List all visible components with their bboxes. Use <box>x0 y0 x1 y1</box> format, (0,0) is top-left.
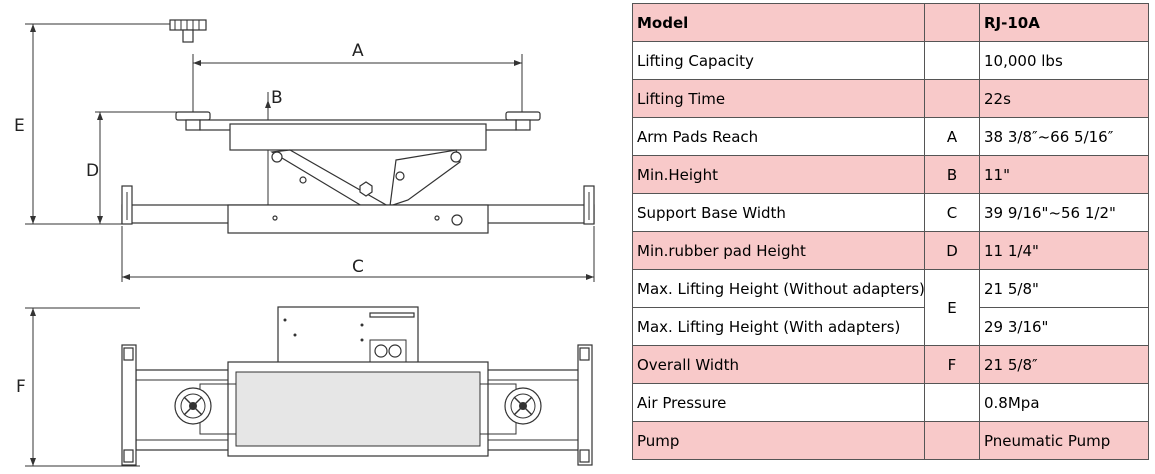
right-pad-top <box>504 387 542 425</box>
row-name: Min.rubber pad Height <box>632 231 925 270</box>
header-code <box>924 3 980 42</box>
row-value: 0.8Mpa <box>979 383 1149 422</box>
side-view: E A B D <box>14 19 595 282</box>
row-code: E <box>924 269 980 346</box>
row-code: C <box>924 193 980 232</box>
left-pad <box>175 111 211 131</box>
row-value: 21 5/8" <box>979 269 1149 308</box>
table-header-row: Model RJ-10A <box>632 3 1149 42</box>
dimension-label-e: E <box>14 116 25 136</box>
row-name: Air Pressure <box>632 383 925 422</box>
row-name: Pump <box>632 421 925 460</box>
row-value: 38 3/8″~66 5/16″ <box>979 117 1149 156</box>
left-end-plate <box>121 344 137 466</box>
table-row: Lifting Capacity 10,000 lbs <box>632 41 1149 80</box>
dimension-label-a: A <box>352 41 364 61</box>
row-name: Min.Height <box>632 155 925 194</box>
header-name: Model <box>632 3 925 42</box>
base-frame <box>227 204 489 234</box>
table-row: Pump Pneumatic Pump <box>632 421 1149 460</box>
row-name: Arm Pads Reach <box>632 117 925 156</box>
top-view: F <box>16 306 593 467</box>
dimension-label-b: B <box>271 88 283 108</box>
row-value: 11" <box>979 155 1149 194</box>
table-row: Arm Pads Reach A 38 3/8″~66 5/16″ <box>632 117 1149 156</box>
row-value: 11 1/4" <box>979 231 1149 270</box>
right-end-plate <box>577 344 593 466</box>
table-row: Min.Height B 11" <box>632 155 1149 194</box>
row-code <box>924 41 980 80</box>
spec-table: Model RJ-10A Lifting Capacity 10,000 lbs… <box>632 3 1149 460</box>
table-row: Min.rubber pad Height D 11 1/4" <box>632 231 1149 270</box>
row-code: B <box>924 155 980 194</box>
row-name: Overall Width <box>632 345 925 384</box>
row-value: 29 3/16" <box>979 307 1149 346</box>
table-row: Support Base Width C 39 9/16"~56 1/2" <box>632 193 1149 232</box>
row-name: Max. Lifting Height (Without adapters) <box>632 269 925 308</box>
row-code: F <box>924 345 980 384</box>
row-code <box>924 383 980 422</box>
row-value: 39 9/16"~56 1/2" <box>979 193 1149 232</box>
table-row: Overall Width F 21 5/8″ <box>632 345 1149 384</box>
jack-technical-drawing: E A B D <box>14 19 595 467</box>
dimension-label-c: C <box>352 257 364 277</box>
table-row: Max. Lifting Height (Without adapters) E… <box>632 269 1149 346</box>
header-value: RJ-10A <box>979 3 1149 42</box>
upper-frame <box>229 123 487 151</box>
row-name: Support Base Width <box>632 193 925 232</box>
row-code <box>924 421 980 460</box>
adapter-knob <box>169 19 207 43</box>
scissor-arms <box>270 149 462 213</box>
row-value: 22s <box>979 79 1149 118</box>
row-code: A <box>924 117 980 156</box>
table-row: Lifting Time 22s <box>632 79 1149 118</box>
row-name: Lifting Capacity <box>632 41 925 80</box>
row-code <box>924 79 980 118</box>
dimension-label-d: D <box>86 161 99 181</box>
dimension-label-f: F <box>16 377 26 397</box>
center-cover <box>235 371 481 447</box>
table-row: Max. Lifting Height (With adapters) 29 3… <box>632 307 1149 346</box>
row-name: Lifting Time <box>632 79 925 118</box>
row-value: Pneumatic Pump <box>979 421 1149 460</box>
row-code: D <box>924 231 980 270</box>
control-panel <box>277 306 419 366</box>
left-pad-top <box>174 387 212 425</box>
row-name: Max. Lifting Height (With adapters) <box>632 307 925 346</box>
table-row: Air Pressure 0.8Mpa <box>632 383 1149 422</box>
row-value: 21 5/8″ <box>979 345 1149 384</box>
row-value: 10,000 lbs <box>979 41 1149 80</box>
